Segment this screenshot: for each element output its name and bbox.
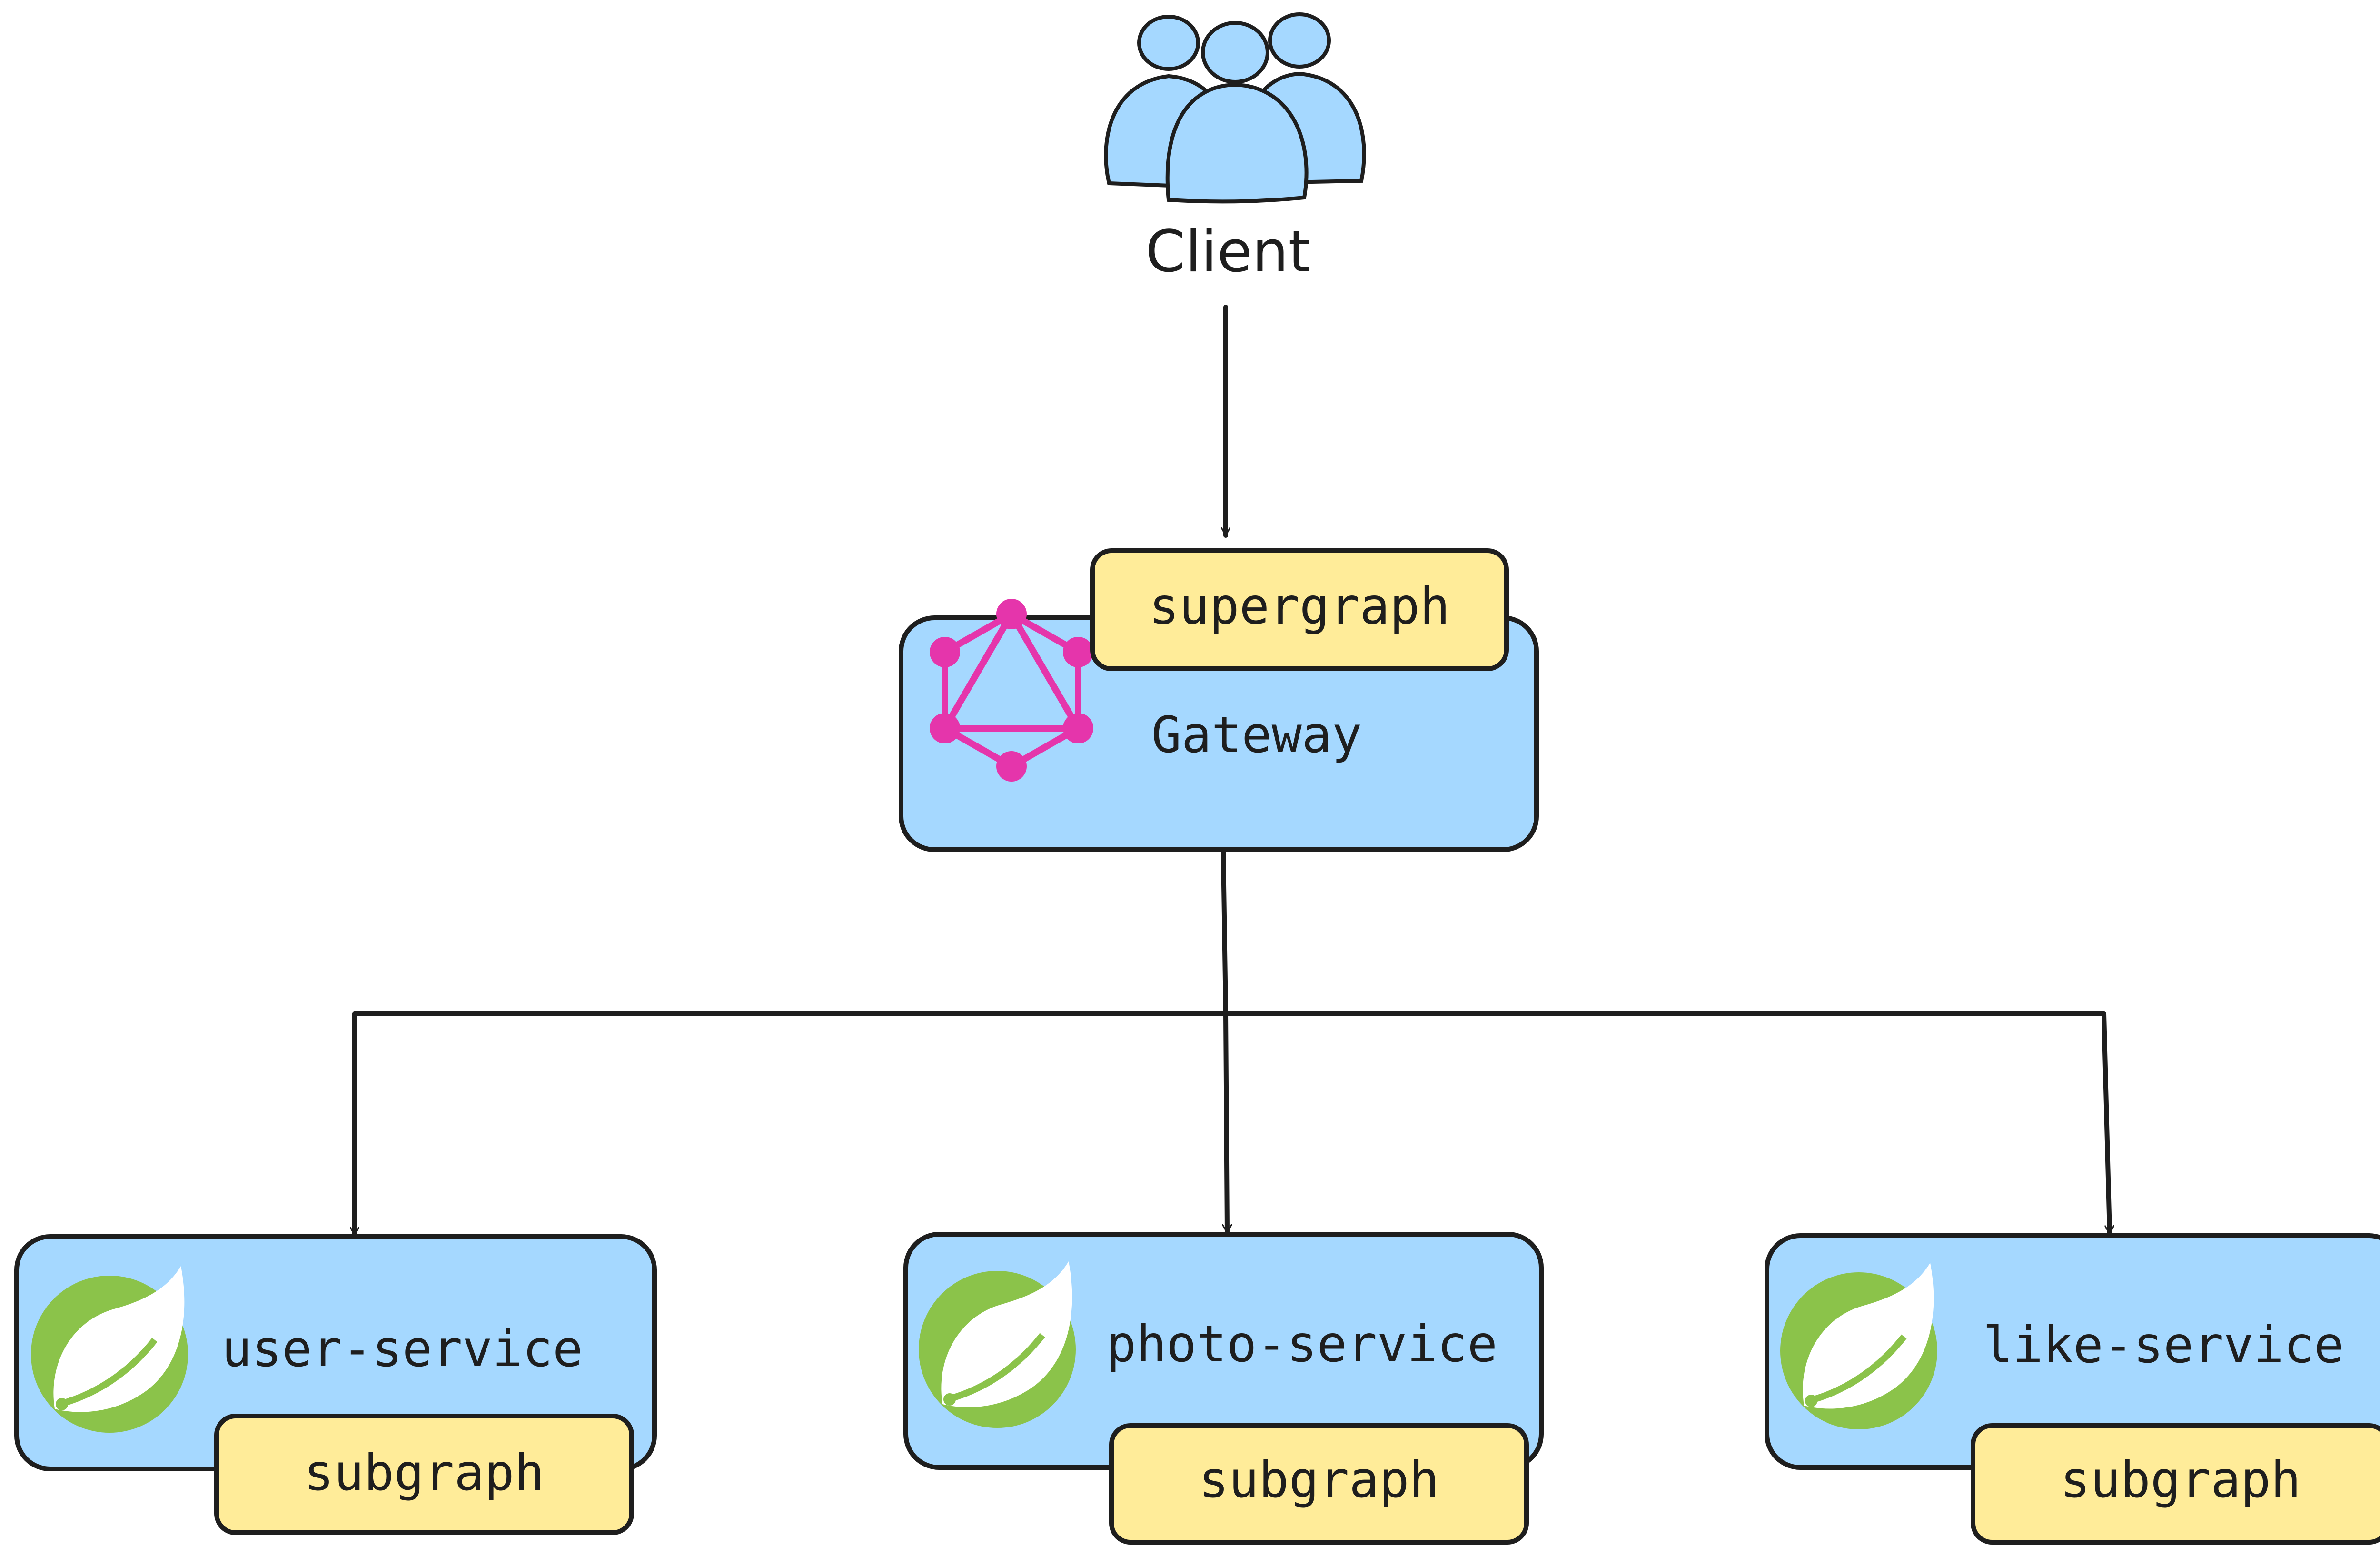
user-service-label: user-service	[222, 1320, 583, 1378]
gateway-label: Gateway	[1151, 706, 1362, 764]
client-node: Client	[1104, 12, 1366, 285]
subgraph-badge	[214, 1414, 634, 1535]
supergraph-badge-label: supergraph	[1149, 577, 1450, 635]
graphql-icon	[930, 599, 1093, 782]
client-label: Client	[1145, 219, 1310, 285]
subgraph-badge-label: subgraph	[1199, 1451, 1439, 1509]
users-icon	[1104, 12, 1366, 204]
gateway-to-like-service-arrow	[2102, 1011, 2110, 1236]
supergraph-badge	[1090, 548, 1509, 671]
subgraph-badge	[1109, 1423, 1529, 1545]
subgraph-badge-label: subgraph	[2060, 1451, 2301, 1509]
user-service-node: user-service subgraph	[14, 1234, 657, 1535]
photo-service-node: photo-service subgraph	[903, 1232, 1544, 1545]
like-service-node: like-service subgraph	[1765, 1233, 2380, 1545]
subgraph-badge	[1971, 1423, 2380, 1545]
gateway-trunk-line	[1221, 850, 1228, 1016]
gateway-node: Gateway supergraph	[899, 548, 1539, 852]
photo-service-label: photo-service	[1106, 1315, 1497, 1373]
gateway-to-photo-service-arrow	[1226, 1011, 1227, 1235]
like-service-label: like-service	[1983, 1316, 2344, 1374]
connectors	[355, 305, 2110, 1238]
subgraph-badge-label: subgraph	[304, 1444, 545, 1502]
